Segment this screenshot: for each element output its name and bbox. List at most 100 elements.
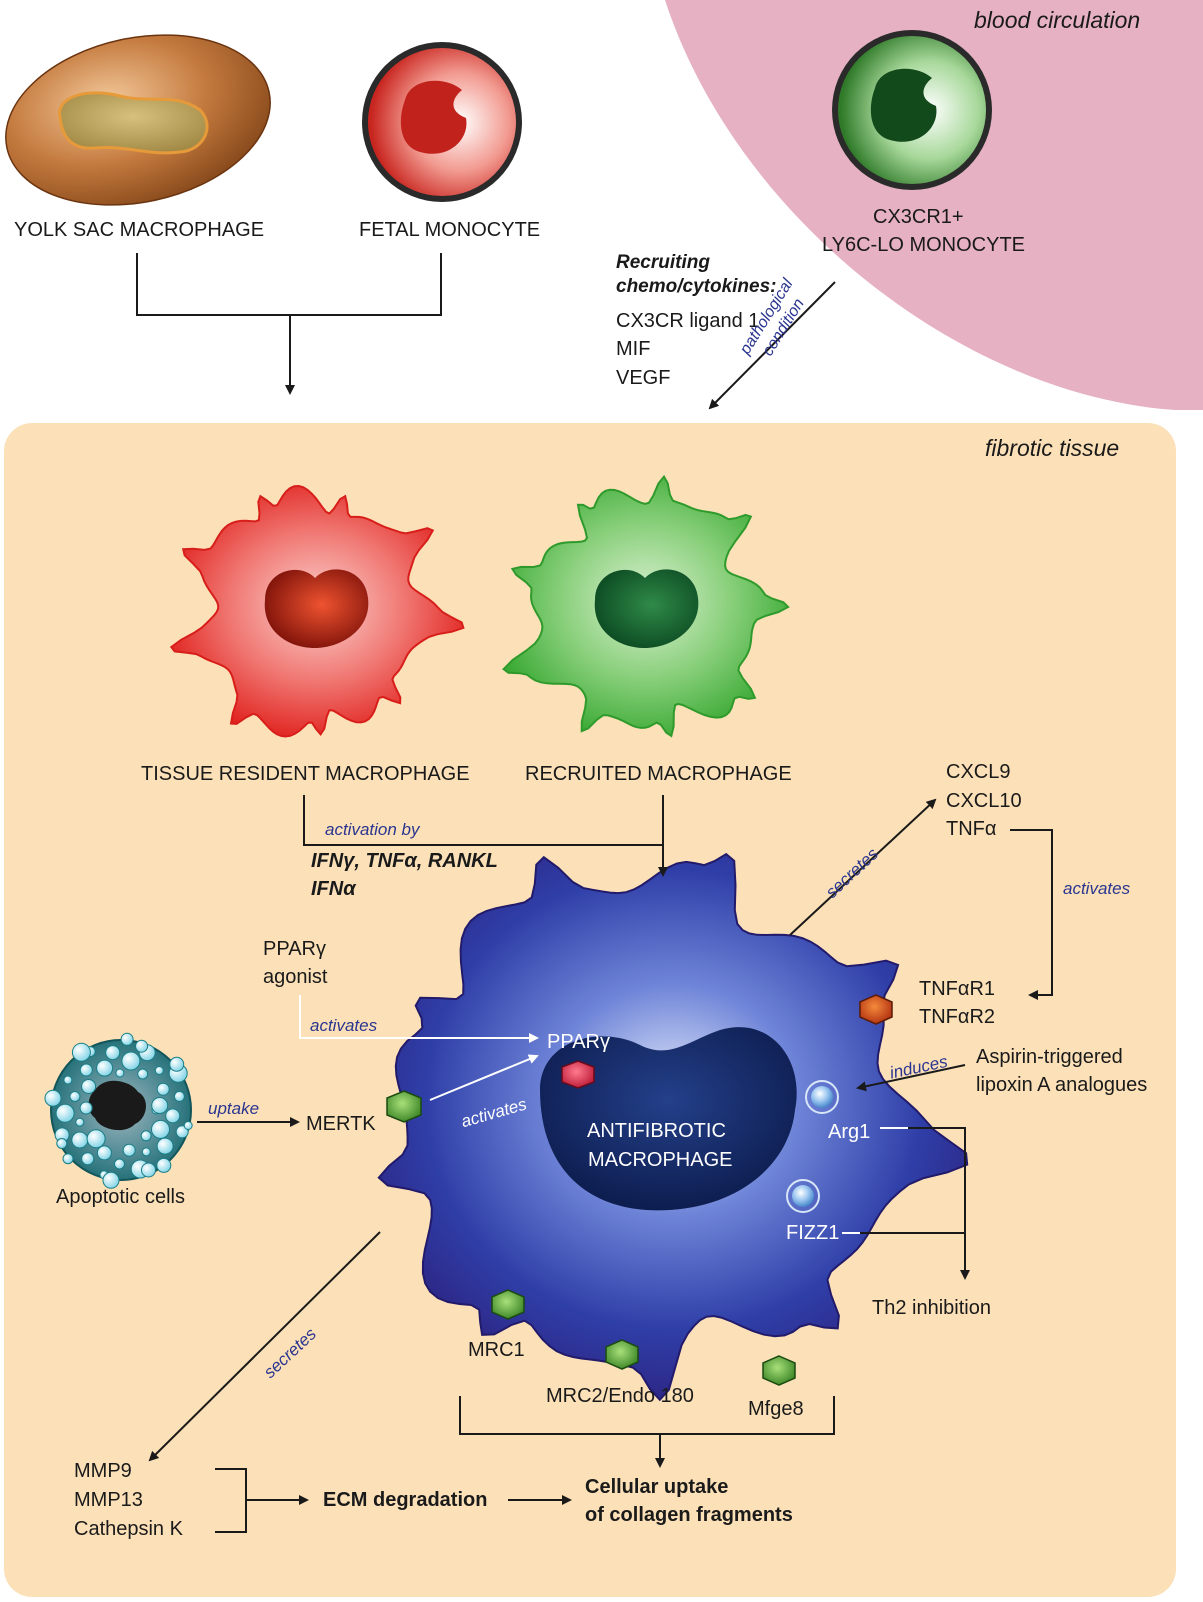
ppar-gamma-receptor-icon: [561, 1060, 595, 1089]
cxcl10-label: CXCL10: [946, 790, 1022, 812]
tnf-activates-label: activates: [1063, 879, 1131, 898]
recruiting-item-mif: MIF: [616, 338, 651, 360]
apoptotic-bubble: [86, 1129, 106, 1149]
recruitment-arrow: [708, 281, 836, 410]
recruiting-title-line1: Recruiting: [616, 252, 710, 273]
recruited-macrophage-label: RECRUITED MACROPHAGE: [525, 763, 792, 785]
apoptotic-bubble: [183, 1121, 193, 1130]
fizz1-vesicle-icon: [786, 1179, 820, 1213]
activation-by-label: activation by: [325, 820, 420, 839]
uptake-label: uptake: [208, 1099, 260, 1118]
apoptotic-bubble: [115, 1068, 125, 1078]
apoptotic-bubble: [79, 1101, 93, 1115]
apoptotic-bubble: [151, 1097, 169, 1114]
tnf-receptor-icon: [859, 994, 893, 1025]
apoptotic-bubble: [75, 1117, 85, 1127]
apoptotic-bubble: [122, 1143, 136, 1157]
apoptotic-bubble: [151, 1119, 170, 1139]
yolk-sac-macrophage-icon: [5, 34, 271, 206]
fibrotic-tissue-label: fibrotic tissue: [985, 435, 1120, 461]
ppar-agonist-line2: agonist: [263, 966, 328, 988]
th2-inhibition-label: Th2 inhibition: [872, 1297, 991, 1319]
yolk-sac-macrophage-label: YOLK SAC MACROPHAGE: [14, 219, 265, 241]
apoptotic-bubble: [56, 1138, 68, 1149]
apoptotic-bubble: [156, 1157, 172, 1173]
apoptotic-bubble: [120, 1032, 134, 1046]
apoptotic-cell-icon: [44, 1032, 193, 1189]
antifibrotic-label-line2: MACROPHAGE: [588, 1149, 733, 1171]
blood-circulation-label: blood circulation: [974, 7, 1141, 33]
apoptotic-cells-label: Apoptotic cells: [56, 1186, 185, 1208]
recruiting-item-cx3cr: CX3CR ligand 1: [616, 310, 760, 332]
ppar-agonist-arrow: [299, 995, 539, 1043]
apoptotic-bubble: [71, 1131, 89, 1149]
arg1-vesicle-icon: [805, 1080, 839, 1114]
apoptotic-bubble: [71, 1042, 91, 1062]
apoptotic-bubble: [81, 1152, 95, 1166]
arg1-line: [905, 1127, 970, 1280]
tnfa-label: TNFα: [946, 818, 997, 840]
recruiting-title-line2: chemo/cytokines:: [616, 276, 777, 297]
cellular-uptake-line1: Cellular uptake: [585, 1476, 729, 1498]
mrc2-label: MRC2/Endo 180: [546, 1385, 694, 1407]
tnfar1-label: TNFαR1: [919, 978, 996, 1000]
apoptotic-bubble: [173, 1090, 185, 1102]
apoptotic-bubble: [137, 1068, 149, 1080]
recruiting-item-vegf: VEGF: [616, 367, 671, 389]
apoptotic-bubble: [102, 1171, 120, 1189]
fetal-monocyte-label: FETAL MONOCYTE: [359, 219, 541, 241]
apoptotic-bubble: [69, 1091, 81, 1102]
apoptotic-bubble: [156, 1137, 174, 1155]
apoptotic-bubble: [121, 1051, 141, 1071]
apoptotic-bubble: [79, 1063, 93, 1077]
aspirin-line2: lipoxin A analogues: [976, 1074, 1148, 1096]
ppar-activates-label: activates: [310, 1016, 378, 1035]
cxcl9-label: CXCL9: [946, 761, 1011, 783]
antifibrotic-macrophage-icon: [377, 852, 969, 1402]
aspirin-induces-arrow: [856, 1064, 966, 1092]
cathepsin-k-label: Cathepsin K: [74, 1518, 183, 1540]
aspirin-line1: Aspirin-triggered: [976, 1046, 1123, 1068]
apoptotic-bubble: [165, 1108, 181, 1124]
apoptotic-bubble: [156, 1082, 170, 1096]
apoptotic-bubble: [105, 1045, 121, 1061]
antifibrotic-label-line1: ANTIFIBROTIC: [587, 1120, 726, 1142]
activation-line2: IFNα: [311, 878, 356, 900]
apoptotic-bubble: [114, 1158, 125, 1170]
apoptotic-bubble: [135, 1039, 149, 1053]
mertk-activates-arrow: [429, 1054, 539, 1101]
recruited-macrophage-icon: [502, 474, 790, 738]
blood-circulation-region: [665, 0, 1203, 410]
mertk-receptor-icon: [386, 1090, 422, 1123]
apoptotic-bubble: [63, 1075, 73, 1085]
origin-bracket: [136, 253, 442, 316]
tnf-activates-arrow: [1010, 829, 1053, 1000]
apoptotic-bubble: [141, 1162, 156, 1178]
tnfar2-label: TNFαR2: [919, 1006, 996, 1028]
tissue-resident-macrophage-label: TISSUE RESIDENT MACROPHAGE: [141, 763, 470, 785]
apoptotic-bubble: [141, 1147, 151, 1157]
fizz1-label: FIZZ1: [786, 1222, 840, 1244]
apoptotic-bubble: [96, 1145, 112, 1161]
mertk-label: MERTK: [306, 1113, 376, 1135]
mrc2-receptor-icon: [605, 1339, 639, 1370]
activation-line1: IFNγ, TNFα, RANKL: [311, 850, 498, 872]
cx3cr1-monocyte-icon: [832, 30, 992, 190]
cellular-uptake-line2: of collagen fragments: [585, 1504, 793, 1526]
secretes-left-arrow: [148, 1231, 381, 1462]
apoptotic-bubble: [55, 1103, 75, 1123]
apoptotic-bubble: [140, 1130, 152, 1142]
fetal-monocyte-icon: [362, 42, 522, 202]
activation-bracket: [303, 795, 664, 846]
apoptotic-bubble: [154, 1066, 164, 1075]
apoptotic-bubble: [81, 1079, 97, 1094]
mrc1-label: MRC1: [468, 1339, 525, 1361]
tissue-resident-macrophage-icon: [169, 484, 465, 738]
apoptotic-bubble: [169, 1056, 185, 1072]
apoptotic-bubble: [62, 1153, 74, 1165]
mmp13-label: MMP13: [74, 1489, 143, 1511]
cx3cr1-label-line2: LY6C-LO MONOCYTE: [822, 234, 1025, 256]
ecm-degradation-label: ECM degradation: [323, 1489, 488, 1511]
arg1-label: Arg1: [828, 1121, 871, 1143]
